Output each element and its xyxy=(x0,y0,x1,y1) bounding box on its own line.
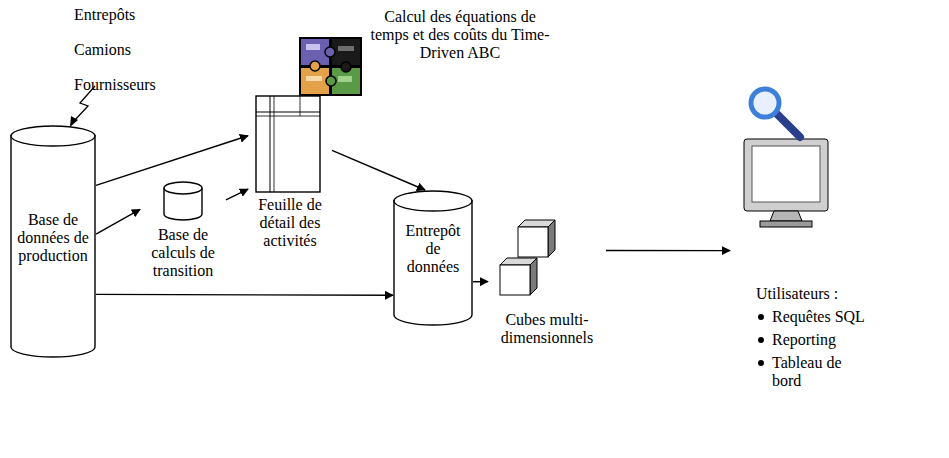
flow-arrow xyxy=(96,209,140,234)
magnifier-lens xyxy=(751,89,779,117)
sheet-column xyxy=(270,96,271,192)
node-text-area: Base de données de production xyxy=(10,125,96,265)
node-box: Base de données de production xyxy=(10,125,96,357)
source-label: Camions xyxy=(74,41,194,59)
sheet-outline xyxy=(256,96,320,192)
list-text: Requêtes SQL xyxy=(772,308,916,326)
list-text: Reporting xyxy=(772,331,916,349)
node-label: Cubes multi-dimensionnels xyxy=(494,311,600,347)
monitor-stand xyxy=(770,211,802,221)
node-label: Base de calculs de transition xyxy=(142,226,224,280)
cylinder-top xyxy=(394,191,472,211)
monitor-base xyxy=(760,221,812,227)
sheet-rule xyxy=(256,111,320,112)
node-box: Feuille de détail des activités xyxy=(248,92,332,254)
flow-arrow xyxy=(96,294,393,296)
flow-arrow xyxy=(606,250,730,251)
node-text-area: Cubes multi-dimensionnels xyxy=(488,215,606,347)
list-item: Reporting xyxy=(756,331,916,349)
node-label: Entrepôt de données xyxy=(401,222,465,276)
list-text: Tableau de bord xyxy=(772,354,842,390)
node-outline xyxy=(730,85,942,445)
node-text-area: Entrepôt de données xyxy=(393,190,473,276)
node-text-area: Feuille de détail des activités xyxy=(248,92,332,250)
node-outline xyxy=(393,190,473,325)
flow-arrow xyxy=(96,136,248,186)
lightning-head xyxy=(70,116,78,127)
magnifier-handle xyxy=(778,115,800,137)
bullet-dot xyxy=(758,337,764,343)
source-label: Fournisseurs xyxy=(74,76,194,94)
node-box: Entrepôt de données xyxy=(393,190,473,325)
sheet-column xyxy=(274,96,275,192)
flow-arrow xyxy=(332,150,425,190)
cube-front xyxy=(500,265,530,295)
bullet-dot xyxy=(758,314,764,320)
monitor-bezel xyxy=(744,139,828,211)
bullet-dot xyxy=(758,360,764,366)
cube-front xyxy=(518,227,548,257)
node-label: Feuille de détail des activités xyxy=(250,196,330,250)
node-text-area: Base de calculs de transition xyxy=(140,174,226,280)
sheet-rule xyxy=(256,116,320,117)
puzzle-icon xyxy=(298,36,364,98)
monitor-screen xyxy=(752,146,820,202)
cylinder-body xyxy=(394,200,472,325)
node-text-area: Utilisateurs : Requêtes SQL ReportingTable… xyxy=(730,85,942,390)
flow-arrow xyxy=(473,281,488,283)
node-box: Cubes multi-dimensionnels xyxy=(488,215,606,363)
node-box: Base de calculs de transition xyxy=(140,174,226,292)
cube-top xyxy=(500,258,537,265)
flow-arrow xyxy=(226,189,248,200)
list-heading: Utilisateurs : xyxy=(756,285,916,303)
node-label: Base de données de production xyxy=(13,211,93,265)
sheet-column xyxy=(300,96,301,116)
list-item: Tableau de bord xyxy=(756,354,916,390)
cylinder-top xyxy=(11,126,95,146)
cylinder-top xyxy=(164,182,202,194)
process-note: Calcul des équations de temps et des coû… xyxy=(370,8,550,62)
cylinder-body xyxy=(11,135,95,357)
node-box: Utilisateurs : Requêtes SQL ReportingTable… xyxy=(730,85,942,445)
cube-top xyxy=(518,220,555,227)
list-item: Requêtes SQL xyxy=(756,308,916,326)
source-label: Entrepôts xyxy=(74,6,194,24)
